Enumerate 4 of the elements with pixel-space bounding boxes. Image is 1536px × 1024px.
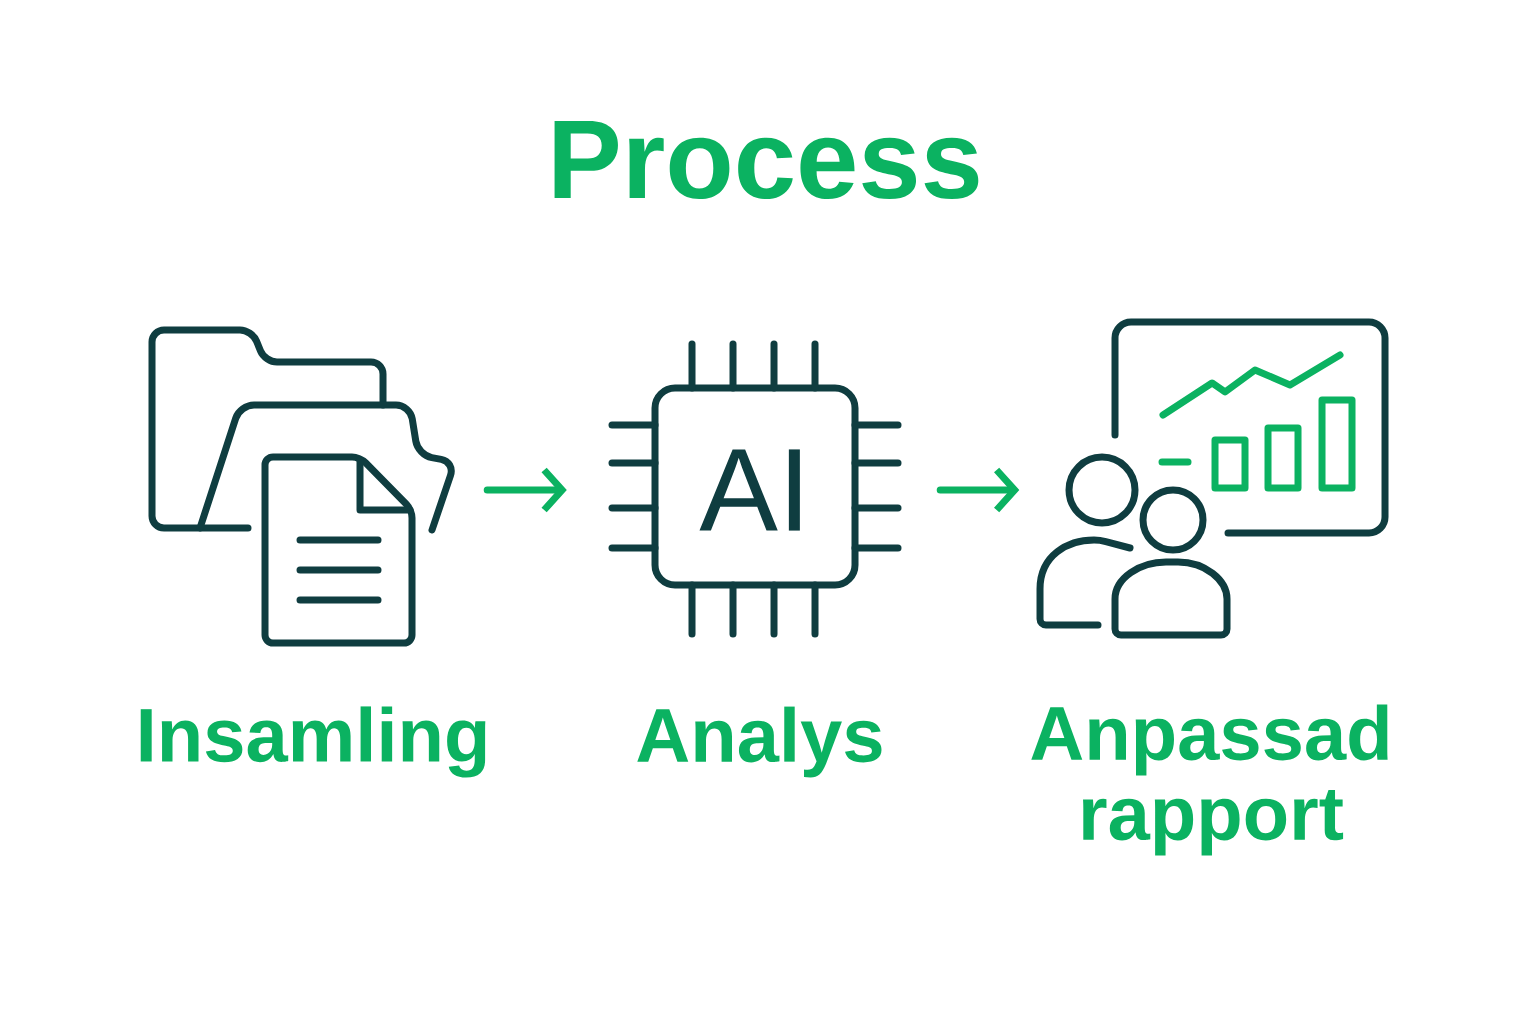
title: Process xyxy=(554,120,979,200)
step-label: Insamling xyxy=(140,706,486,778)
step-label: Analys xyxy=(637,706,882,778)
step-label: Anpassad rapport xyxy=(1031,704,1388,856)
